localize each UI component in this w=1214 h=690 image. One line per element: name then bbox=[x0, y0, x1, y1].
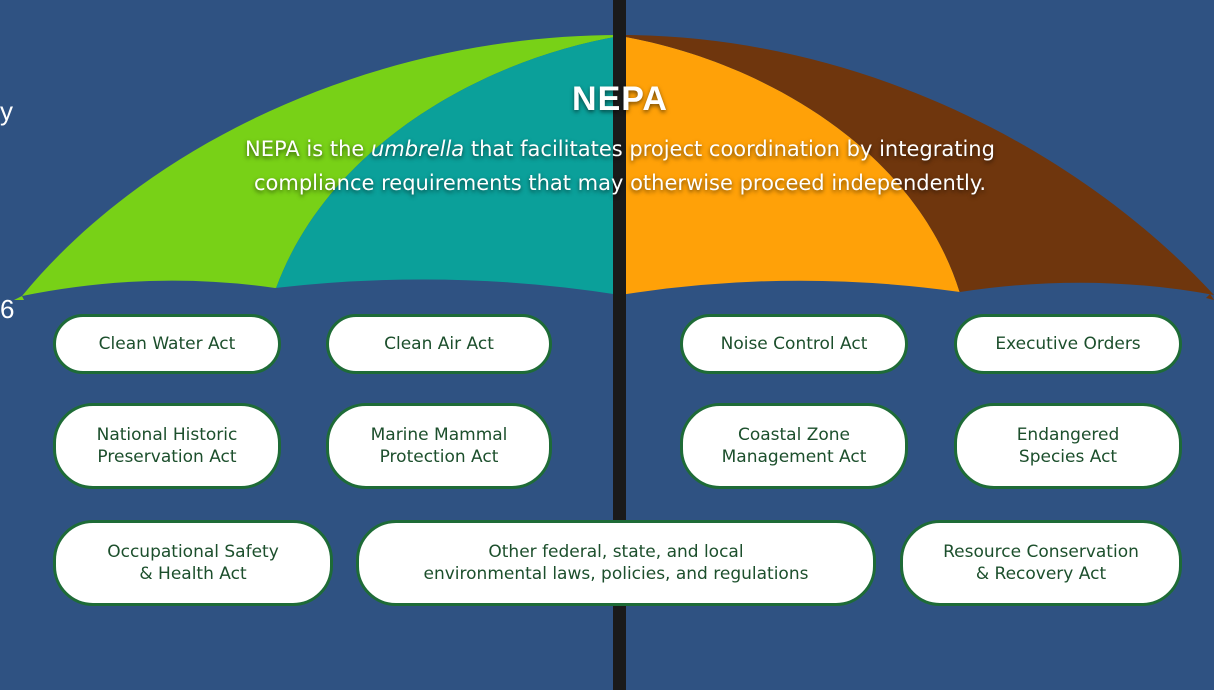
law-pill-clean-air-act: Clean Air Act bbox=[326, 314, 552, 374]
edge-text-fragment: 6 bbox=[0, 294, 15, 324]
canopy-panel-teal bbox=[272, 36, 620, 296]
law-pill-noise-control-act: Noise Control Act bbox=[680, 314, 908, 374]
umbrella-tip-left bbox=[14, 296, 24, 300]
edge-text-fragment: y bbox=[0, 96, 13, 126]
law-pill-occupational-safety-health-act: Occupational Safety& Health Act bbox=[53, 520, 333, 606]
diagram-title: NEPA bbox=[572, 80, 668, 118]
law-pill-resource-conservation-recovery-act: Resource Conservation& Recovery Act bbox=[900, 520, 1182, 606]
emphasis-umbrella: umbrella bbox=[370, 137, 465, 161]
law-pill-executive-orders: Executive Orders bbox=[954, 314, 1182, 374]
umbrella-shaft bbox=[613, 0, 626, 690]
law-pill-clean-water-act: Clean Water Act bbox=[53, 314, 281, 374]
umbrella-tip-right bbox=[1206, 294, 1214, 300]
diagram-description: NEPA is the umbrella that facilitates pr… bbox=[245, 137, 995, 195]
canopy-panel-orange bbox=[620, 36, 962, 296]
